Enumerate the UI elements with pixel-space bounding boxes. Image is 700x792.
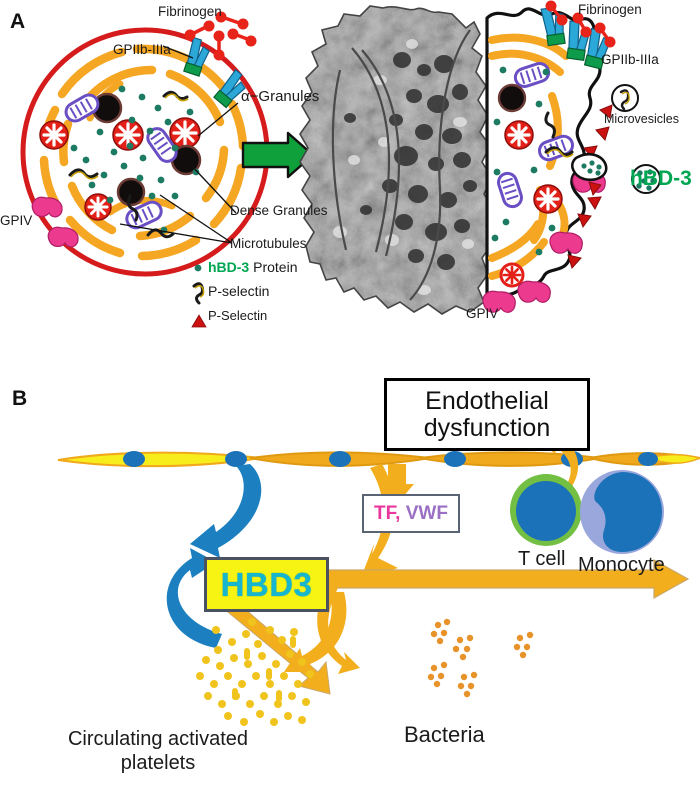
label-gpiv-right: GPIV [466,306,499,321]
vwf-label: VWF [400,502,448,524]
label-hbd3-right: hBD-3 [630,167,692,190]
circulating-platelets-label: Circulating activated platelets [38,727,278,775]
microvesicle-budding [571,153,608,182]
endothelial-dysfunction-text: Endothelial dysfunction [424,388,550,441]
endothelium-layer [57,451,700,468]
mitochondrion [64,93,178,230]
endothelial-dysfunction-line1: Endothelial [425,387,549,416]
legend-icon-hbd3-dot [194,264,202,272]
resting-platelet [20,11,270,277]
label-fibrinogen-right: Fibrinogen [578,2,642,17]
legend-hbd3-rest: Protein [249,259,298,275]
endothelial-dysfunction-box: Endothelial dysfunction [384,378,590,451]
panel-a-letter: A [10,10,26,33]
label-gpiib-iiia: GPIIb-IIIa [113,42,171,57]
legend-hbd3-colored: hBD-3 [208,259,250,275]
panel-a-graphics [20,0,661,328]
endothelial-dysfunction-line2: dysfunction [423,413,551,442]
fibrinogen-node [545,0,616,48]
monocyte-label: Monocyte [578,554,665,576]
transition-arrow-icon [241,131,315,179]
dense-granule [497,83,527,113]
hbd3-protein-dots [491,66,556,256]
t-cell-label: T cell [518,548,566,570]
platelets-line2: platelets [120,752,196,774]
t-cell [510,474,582,546]
label-gpiib-iiia-right: GPIIb-IIIa [601,52,659,67]
orange-arrow-hbd3-to-endothelium [360,464,398,580]
hbd3-box: HBD3 [204,557,329,612]
bacteria-label: Bacteria [404,722,485,747]
hbd3-label: HBD3 [220,565,313,603]
electron-micrograph [300,6,494,314]
em-outline [299,5,495,315]
hbd3-protein-dots [70,85,200,234]
legend-item-p-selectin: P-selectin [208,283,270,299]
legend-item-hbd3-protein: hBD-3 Protein [208,259,297,275]
p-selectin-triangle [567,104,613,269]
blue-arrow-platelets-to-hbd3 [166,548,222,648]
microvesicle-key-p-selectin [611,84,639,112]
label-fibrinogen: Fibrinogen [158,4,222,19]
label-microvesicles: Microvesicles [604,112,680,126]
blue-arrow-endothelium-to-hbd3 [190,464,262,558]
label-gpiv-left: GPIV [0,213,33,228]
orange-arrow-platelets-to-hbd3 [284,592,347,672]
label-alpha-granules: α−Granules [241,88,320,105]
label-dense-granules: Dense Granules [230,203,328,218]
legend-icon-p-selectin-squiggle-highlight [194,285,205,298]
gpiv-receptor [31,196,79,248]
platelets-line1: Circulating activated [67,728,249,750]
legend-item-p-selectin-triangle: P-Selectin [208,308,268,323]
legend-icon-p-selectin-squiggle [192,282,205,305]
tf-vwf-text: TF, VWF [374,503,448,525]
leader-line [119,45,239,244]
fibrinogen-node [184,11,257,61]
alpha-granule [39,117,201,221]
microvesicle-key-hbd3 [631,164,661,194]
alpha-granule [499,120,563,288]
label-microtubules: Microtubules [230,236,307,251]
monocyte [580,470,664,554]
activated-platelet [482,0,616,313]
tf-vwf-box: TF, VWF [362,494,460,533]
gpiib-iiia-receptor [183,36,246,109]
activated-platelet-dots [196,618,314,726]
panel-b-letter: B [12,387,28,410]
bacteria-cluster [427,618,534,698]
legend-icon-p-selectin-triangle [191,314,207,328]
tf-label: TF, [374,502,401,524]
